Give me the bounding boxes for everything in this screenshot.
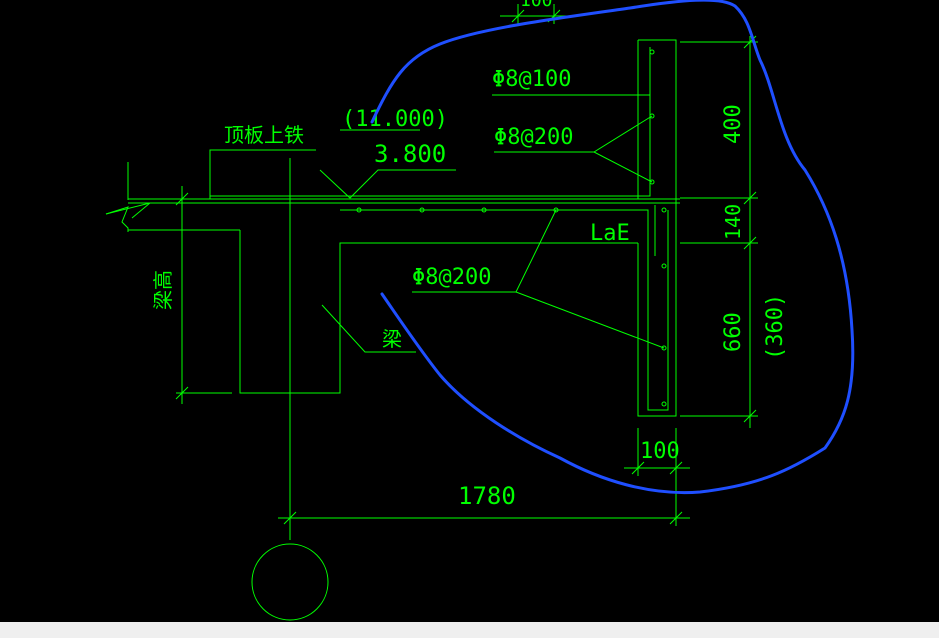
anchorage-label: LaE [590,221,630,246]
wall-rebar-upper [210,47,651,197]
leader-beam [321,304,416,353]
elevation-symbol [319,169,456,199]
rebar-dot [481,207,487,213]
dim-top-partial-label: 100 [520,0,553,11]
leader-roof-slab [209,149,316,199]
dim-100-label: 100 [640,439,680,464]
dim-140-label: 140 [721,204,745,240]
axis-bubble [251,543,329,621]
dim-100-ticks [631,461,683,475]
beam-height-label: 梁高 [151,270,175,310]
elevation-upper-label: (11.000) [342,107,448,132]
rebar-dot [553,207,559,213]
leader-phi8-200-lower-b [515,291,665,349]
beam-outline [239,230,638,394]
rebar-dot [419,207,425,213]
rebar-dot [649,49,655,55]
roof-slab-top-label: 顶板上铁 [224,123,304,147]
dim-1780-ticks [283,511,683,525]
break-line-left [105,202,151,219]
dim-660-label: 660 [721,312,746,352]
cad-canvas[interactable]: 100 (11.000) 3.800 顶板上铁 Φ8@100 Φ8@200 Φ8… [0,0,939,622]
break-line [105,162,129,232]
cad-drawing: 100 (11.000) 3.800 顶板上铁 Φ8@100 Φ8@200 Φ8… [105,0,855,621]
dim-400-label: 400 [721,104,746,144]
wall-rebar-lower [340,209,669,411]
dim-ticks-right [743,35,757,423]
rebar-phi8-200-lower-label: Φ8@200 [412,265,491,290]
dim-ticks-left [175,192,189,400]
markup-curve [370,0,855,495]
rebar-dot [649,113,655,119]
rebar-phi8-100-label: Φ8@100 [492,67,571,92]
rebar-dot [356,207,362,213]
rebar-dot [661,401,667,407]
rebar-dot [649,179,655,185]
dim-top-ticks [511,4,561,24]
dim-1780-label: 1780 [458,482,516,510]
elevation-lower-label: 3.800 [374,140,446,168]
dim-360-label: (360) [763,294,788,360]
beam-label: 梁 [382,327,402,351]
rebar-dot [661,263,667,269]
rebar-dot [661,345,667,351]
wall-outline [637,39,677,417]
bottom-strip [0,622,939,638]
rebar-phi8-200-upper-label: Φ8@200 [494,125,573,150]
leader-phi8-200-upper-b [593,151,653,183]
rebar-dot [661,207,667,213]
